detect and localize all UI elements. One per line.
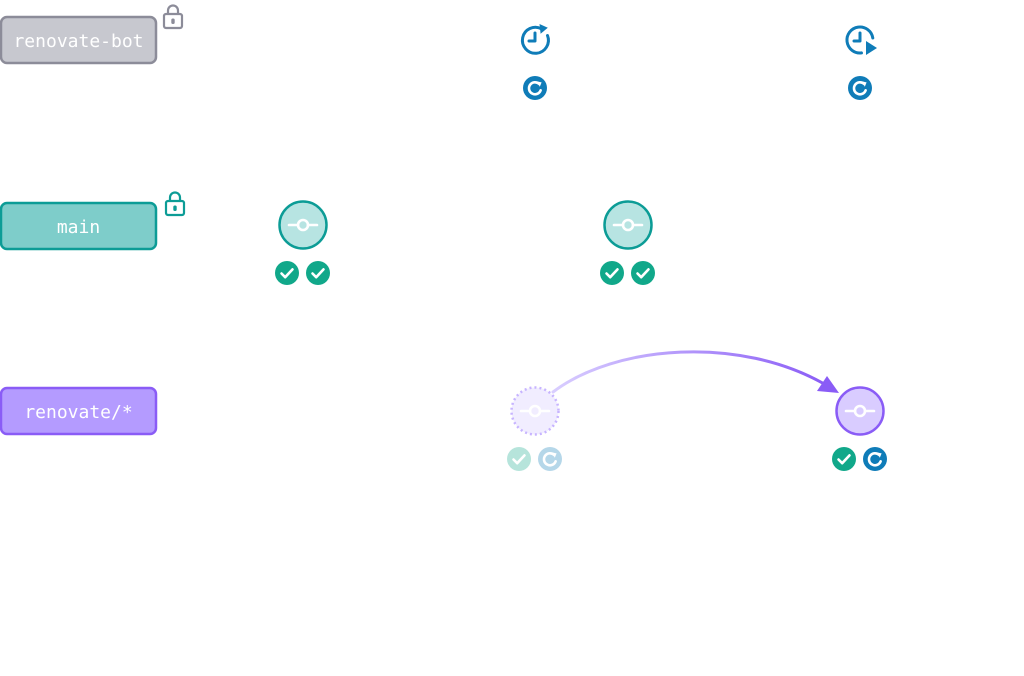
commit-node bbox=[603, 200, 653, 250]
sync-icon bbox=[846, 74, 874, 102]
branch-label: renovate-bot bbox=[13, 31, 143, 52]
lock-icon bbox=[164, 191, 186, 217]
branch-box bbox=[0, 15, 158, 65]
check-icon bbox=[598, 259, 626, 287]
rebase-arrow bbox=[551, 350, 828, 394]
branch-label: main bbox=[57, 217, 100, 238]
branch-main: main bbox=[0, 201, 158, 251]
commit-icon bbox=[612, 218, 644, 232]
commit-node bbox=[835, 386, 885, 436]
commit-node bbox=[278, 200, 328, 250]
commit-icon bbox=[844, 404, 876, 418]
sync-icon bbox=[536, 445, 564, 473]
branch-renovate-bot: renovate-bot bbox=[0, 15, 158, 65]
arrow-head bbox=[817, 376, 839, 393]
check-icon bbox=[505, 445, 533, 473]
commit-icon bbox=[287, 218, 319, 232]
commit-icon bbox=[519, 404, 551, 418]
sync-icon bbox=[521, 74, 549, 102]
clock-refresh-icon bbox=[520, 24, 550, 55]
check-icon bbox=[629, 259, 657, 287]
check-icon bbox=[304, 259, 332, 287]
sync-icon bbox=[861, 445, 889, 473]
branch-box bbox=[0, 201, 158, 251]
check-icon bbox=[273, 259, 301, 287]
clock-play-icon bbox=[845, 25, 877, 55]
branch-box bbox=[0, 386, 158, 436]
lock-icon bbox=[162, 4, 184, 30]
commit-node-ghost bbox=[510, 386, 560, 436]
branch-renovate: renovate/* bbox=[0, 386, 158, 436]
branch-label: renovate/* bbox=[24, 402, 132, 423]
check-icon bbox=[830, 445, 858, 473]
